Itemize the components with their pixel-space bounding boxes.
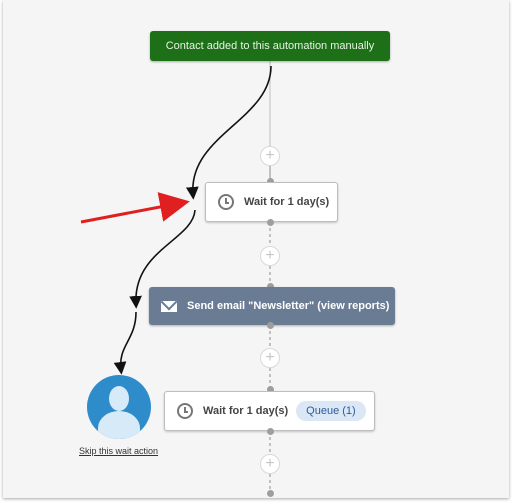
wait-step-2[interactable]: Wait for 1 day(s) Queue (1)	[164, 391, 375, 431]
wait-step-1[interactable]: Wait for 1 day(s)	[205, 182, 338, 222]
clock-icon	[177, 403, 193, 419]
automation-canvas: Contact added to this automation manuall…	[3, 0, 509, 498]
wait-step-1-label: Wait for 1 day(s)	[244, 196, 330, 208]
add-step-icon[interactable]: +	[260, 454, 280, 474]
red-pointer-arrow	[80, 192, 190, 224]
contact-avatar-icon	[87, 375, 151, 439]
connector-dot	[267, 219, 274, 226]
trigger-label: Contact added to this automation manuall…	[165, 40, 375, 52]
connector-dot	[267, 386, 274, 393]
trigger-step[interactable]: Contact added to this automation manuall…	[150, 31, 390, 61]
add-step-icon[interactable]: +	[260, 348, 280, 368]
avatar-shoulders	[98, 411, 140, 439]
wait-step-2-label: Wait for 1 day(s)	[203, 405, 289, 417]
flow-arrow-to-wait-1	[185, 65, 272, 200]
connector-dot	[267, 428, 274, 435]
connector-dot	[267, 178, 274, 185]
envelope-icon	[161, 300, 177, 312]
connector-dot	[267, 490, 274, 497]
add-step-icon[interactable]: +	[260, 146, 280, 166]
skip-wait-link[interactable]: Skip this wait action	[79, 446, 159, 456]
queue-badge[interactable]: Queue (1)	[296, 401, 366, 421]
flow-arrow-to-send-email	[129, 209, 196, 309]
send-email-label: Send email "Newsletter" (view reports)	[187, 300, 390, 312]
avatar-head	[109, 386, 129, 411]
connector-dot	[267, 283, 274, 290]
send-email-step[interactable]: Send email "Newsletter" (view reports)	[149, 287, 395, 325]
clock-icon	[218, 194, 234, 210]
add-step-icon[interactable]: +	[260, 246, 280, 266]
flow-arrow-to-contact	[113, 311, 137, 375]
connector-dot	[267, 322, 274, 329]
